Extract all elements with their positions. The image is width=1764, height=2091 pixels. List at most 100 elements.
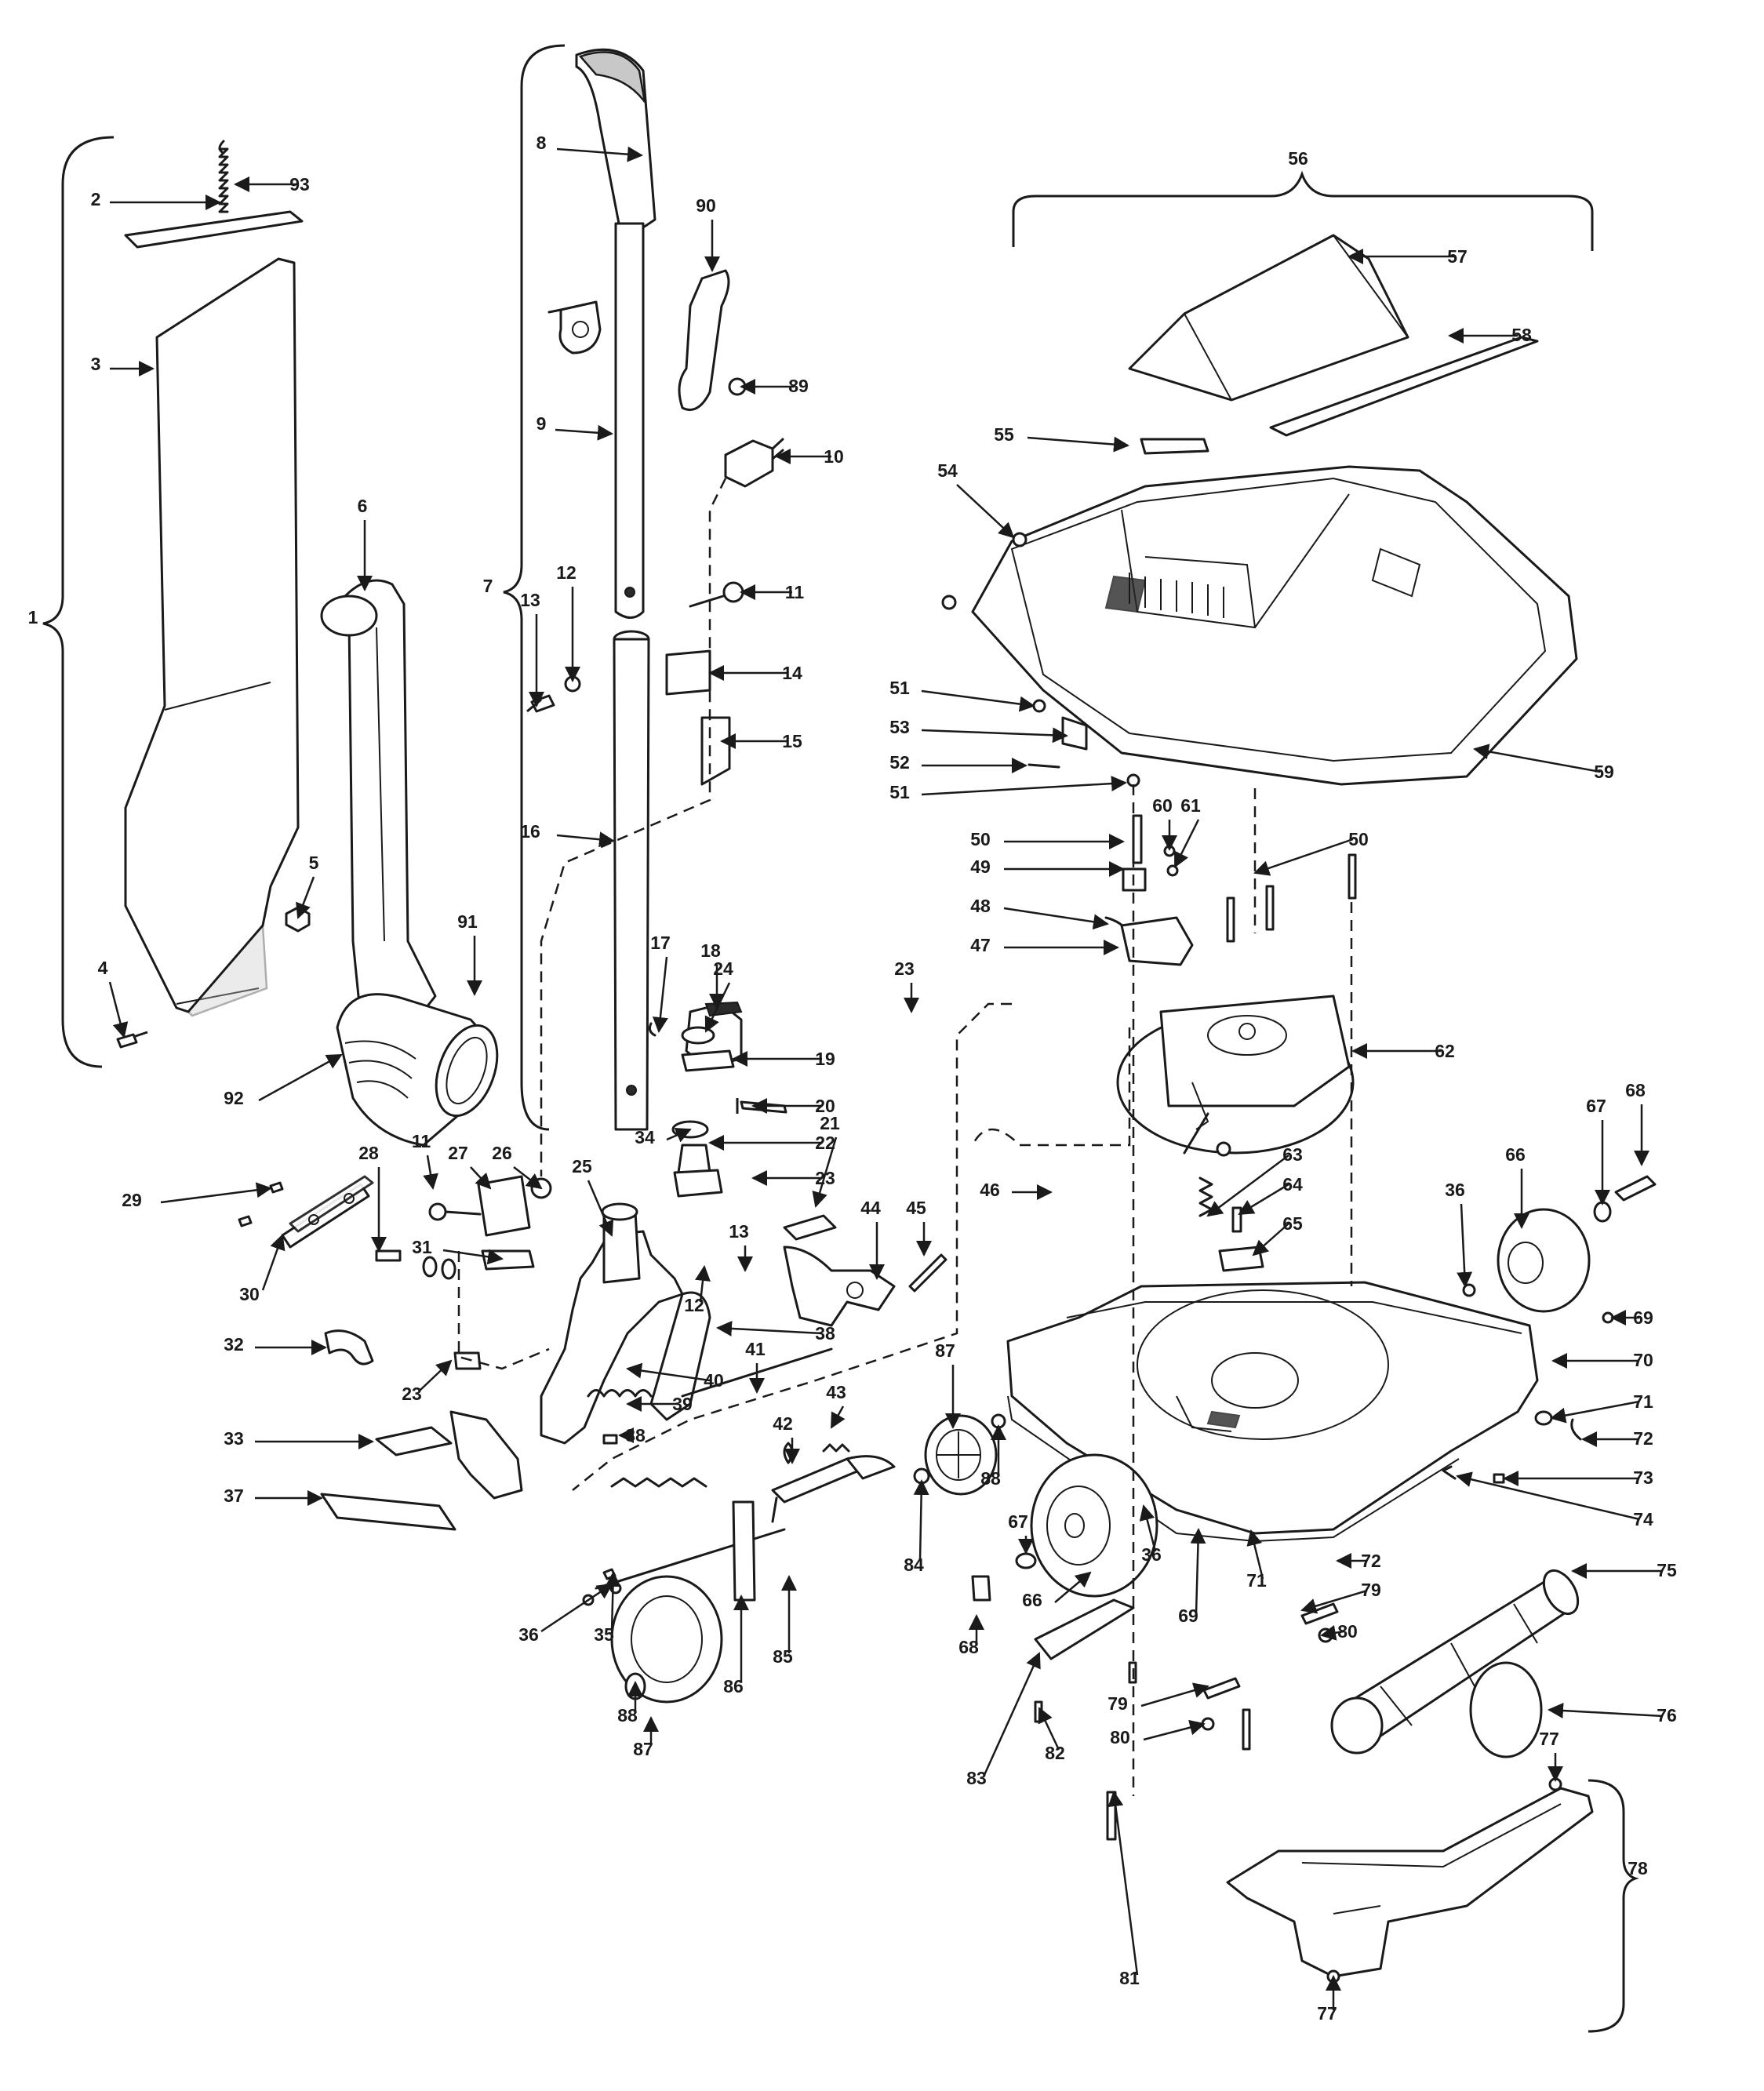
callout-leader — [956, 484, 1015, 539]
callout-45: 45 — [906, 1198, 932, 1256]
callout-leader — [1253, 838, 1354, 876]
callout-number: 25 — [572, 1156, 592, 1176]
callout-20: 20 — [751, 1096, 835, 1116]
callout-leader — [540, 1583, 613, 1633]
callout-leader — [1140, 1682, 1209, 1707]
motor — [1116, 995, 1355, 1157]
handle-clip — [648, 1022, 656, 1037]
motor-spring — [1198, 1176, 1213, 1217]
callout-64: 64 — [1238, 1174, 1303, 1216]
callout-number: 52 — [889, 752, 910, 773]
callout-number: 41 — [745, 1339, 766, 1359]
base-spring — [1442, 1465, 1457, 1480]
callout-12: 12 — [684, 1265, 711, 1315]
callout-number: 49 — [970, 856, 991, 877]
callout-number: 44 — [860, 1198, 881, 1218]
hood-screws — [941, 532, 1027, 610]
callout-number: 75 — [1657, 1560, 1677, 1580]
callout-number: 87 — [633, 1739, 653, 1759]
callout-number: 70 — [1633, 1350, 1653, 1370]
fill-tube-coupling — [336, 993, 499, 1147]
callout-leader — [555, 424, 613, 441]
callout-number: 65 — [1282, 1213, 1303, 1234]
callout-leader — [442, 1249, 504, 1265]
callout-number: 36 — [1141, 1544, 1162, 1565]
callout-number: 8 — [536, 133, 547, 153]
callout-leader — [652, 956, 668, 1033]
bracket-hood-assembly — [1012, 170, 1594, 251]
callout-number: 3 — [91, 354, 101, 374]
callout-number: 61 — [1180, 795, 1201, 816]
callout-12: 12 — [556, 562, 580, 682]
callout-number: 66 — [1505, 1144, 1526, 1165]
callout-8: 8 — [536, 133, 643, 162]
cord-hook-bracket — [547, 300, 602, 355]
callout-number: 62 — [1435, 1041, 1455, 1061]
callout-number: 66 — [1022, 1590, 1042, 1610]
callout-number: 74 — [1633, 1509, 1653, 1529]
callout-6: 6 — [357, 496, 373, 591]
callout-number: 71 — [1633, 1391, 1653, 1412]
callout-number: 54 — [937, 460, 958, 481]
callout-number: 77 — [1317, 2003, 1337, 2024]
callout-43: 43 — [826, 1382, 846, 1429]
rear-switch-bracket — [477, 1175, 552, 1237]
axle-bolt-left — [971, 1575, 991, 1602]
pivot-post — [677, 1144, 711, 1174]
callout-number: 5 — [309, 853, 319, 873]
callout-number: 58 — [1511, 325, 1532, 345]
callout-72: 72 — [1336, 1551, 1381, 1571]
callout-28: 28 — [358, 1143, 387, 1253]
rear-wheel-right — [924, 1414, 998, 1496]
callout-number: 31 — [412, 1237, 432, 1257]
callout-82: 82 — [1038, 1707, 1065, 1763]
motor-wire-dashed-2 — [971, 1027, 1131, 1147]
callout-leader — [921, 776, 1127, 796]
callout-89: 89 — [740, 376, 809, 396]
bracket-bag-assembly — [42, 136, 115, 1068]
axle-bracket — [732, 1500, 756, 1602]
callout-76: 76 — [1548, 1703, 1677, 1726]
rear-bolt — [428, 1202, 482, 1221]
motor-clip-screw — [1231, 1206, 1242, 1233]
callout-74: 74 — [1456, 1471, 1653, 1529]
pivot-plate — [681, 1049, 735, 1072]
callout-number: 51 — [889, 782, 910, 802]
callout-number: 64 — [1282, 1174, 1303, 1195]
handle-screw — [526, 694, 555, 713]
callout-leader — [1550, 1400, 1640, 1424]
callout-number: 11 — [785, 582, 805, 602]
cord-hook — [678, 269, 730, 411]
callout-number: 30 — [239, 1284, 260, 1304]
callout-number: 34 — [635, 1127, 655, 1147]
height-adjust-cam — [783, 1246, 896, 1327]
callout-number: 10 — [824, 446, 844, 467]
callout-number: 13 — [729, 1221, 749, 1242]
callout-number: 13 — [520, 590, 540, 610]
callout-79: 79 — [1108, 1682, 1209, 1714]
callout-22: 22 — [708, 1133, 835, 1153]
callout-leader — [1320, 1624, 1344, 1641]
wheel-washer-right — [1593, 1201, 1612, 1223]
callout-number: 67 — [1586, 1096, 1606, 1116]
callout-1: 1 — [28, 607, 38, 627]
callout-57: 57 — [1348, 246, 1468, 267]
callout-leader — [1139, 1504, 1157, 1552]
axle-clip-right — [1462, 1283, 1476, 1297]
callout-leader — [1003, 907, 1109, 930]
callout-number: 39 — [672, 1394, 693, 1414]
callout-23: 23 — [751, 1168, 835, 1188]
callout-number: 50 — [970, 829, 991, 849]
callout-number: 11 — [412, 1131, 431, 1151]
cam-pin — [908, 1253, 947, 1293]
callout-leader — [1246, 1529, 1264, 1580]
cord-dashed-path — [540, 478, 727, 1176]
callout-number: 20 — [815, 1096, 835, 1116]
lower-handle — [613, 630, 650, 1131]
hood-insert — [1128, 234, 1409, 402]
callout-36: 36 — [518, 1583, 613, 1645]
callout-83: 83 — [966, 1652, 1041, 1788]
callout-number: 63 — [1282, 1144, 1303, 1165]
